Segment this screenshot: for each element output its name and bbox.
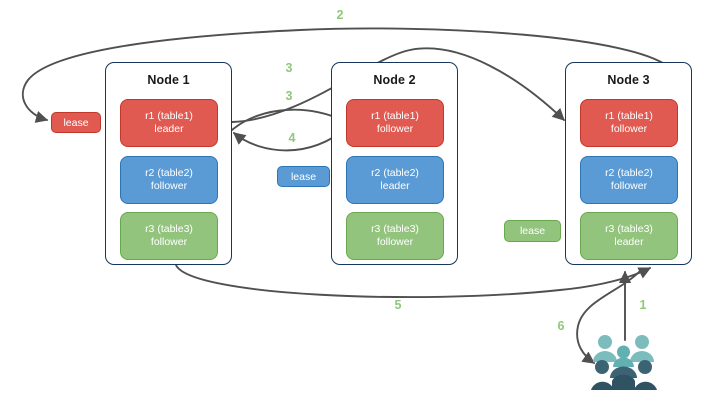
client-person-back-right — [630, 335, 654, 362]
replica-line1: r3 (table3) — [371, 222, 419, 235]
client-person-back-left — [593, 335, 617, 362]
lease-label: lease — [290, 170, 317, 183]
node-container-node2: Node 2 r1 (table1) follower r2 (table2) … — [331, 62, 458, 265]
replica-line2: follower — [150, 180, 188, 192]
replica-n3r2[interactable]: r2 (table2) follower — [580, 156, 678, 204]
replica-n2r2[interactable]: r2 (table2) leader — [346, 156, 444, 204]
replica-line1: r1 (table1) — [145, 109, 193, 122]
replica-line2: follower — [376, 236, 414, 248]
client-person-front-right-body — [634, 381, 657, 390]
node-container-node1: Node 1 r1 (table1) leader r2 (table2) fo… — [105, 62, 232, 265]
node-title: Node 1 — [147, 73, 190, 87]
replica-line2: follower — [376, 123, 414, 135]
lease-badge-green: lease — [504, 220, 561, 242]
replica-n3r3[interactable]: r3 (table3) leader — [580, 212, 678, 260]
replica-n1r3[interactable]: r3 (table3) follower — [120, 212, 218, 260]
replica-line1: r3 (table3) — [145, 222, 193, 235]
lease-badge-red: lease — [51, 112, 101, 133]
step-label-2: 2 — [336, 8, 344, 22]
replica-line1: r2 (table2) — [145, 166, 193, 179]
step-label-3b: 3 — [285, 89, 293, 103]
replica-n1r2[interactable]: r2 (table2) follower — [120, 156, 218, 204]
node-title: Node 2 — [373, 73, 416, 87]
client-person-front-left-body — [591, 381, 614, 390]
step-label-6: 6 — [557, 319, 565, 333]
lease-label: lease — [63, 116, 89, 129]
step-label-4: 4 — [288, 131, 296, 145]
replica-line1: r3 (table3) — [605, 222, 653, 235]
lease-badge-blue: lease — [277, 166, 330, 187]
step-label-3a: 3 — [285, 61, 293, 75]
clients-icon — [591, 335, 657, 390]
replica-line2: follower — [610, 180, 648, 192]
replica-line2: follower — [610, 123, 648, 135]
replica-n1r1[interactable]: r1 (table1) leader — [120, 99, 218, 147]
node-container-node3: Node 3 r1 (table1) follower r2 (table2) … — [565, 62, 692, 265]
client-person-front-right — [638, 360, 652, 374]
edge-step-5 — [175, 264, 652, 299]
replica-n2r3[interactable]: r3 (table3) follower — [346, 212, 444, 260]
lease-label: lease — [519, 225, 546, 237]
replica-line1: r1 (table1) — [371, 109, 419, 122]
replica-line1: r2 (table2) — [371, 166, 419, 179]
client-person-center — [613, 345, 634, 367]
replica-line1: r1 (table1) — [605, 109, 653, 122]
replica-line2: leader — [380, 180, 410, 192]
node-title: Node 3 — [607, 73, 650, 87]
step-label-5: 5 — [394, 298, 402, 312]
step-label-1: 1 — [639, 298, 647, 312]
replica-line2: follower — [150, 236, 188, 248]
replica-n3r1[interactable]: r1 (table1) follower — [580, 99, 678, 147]
replica-line2: leader — [614, 236, 644, 248]
replica-line2: leader — [154, 123, 184, 135]
replica-n2r1[interactable]: r1 (table1) follower — [346, 99, 444, 147]
edge-step-3-node1-to-node2 — [231, 108, 348, 131]
client-person-front-center — [610, 366, 637, 378]
client-person-front-center-body — [612, 374, 635, 390]
replica-line1: r2 (table2) — [605, 166, 653, 179]
client-person-front-left — [595, 360, 609, 374]
